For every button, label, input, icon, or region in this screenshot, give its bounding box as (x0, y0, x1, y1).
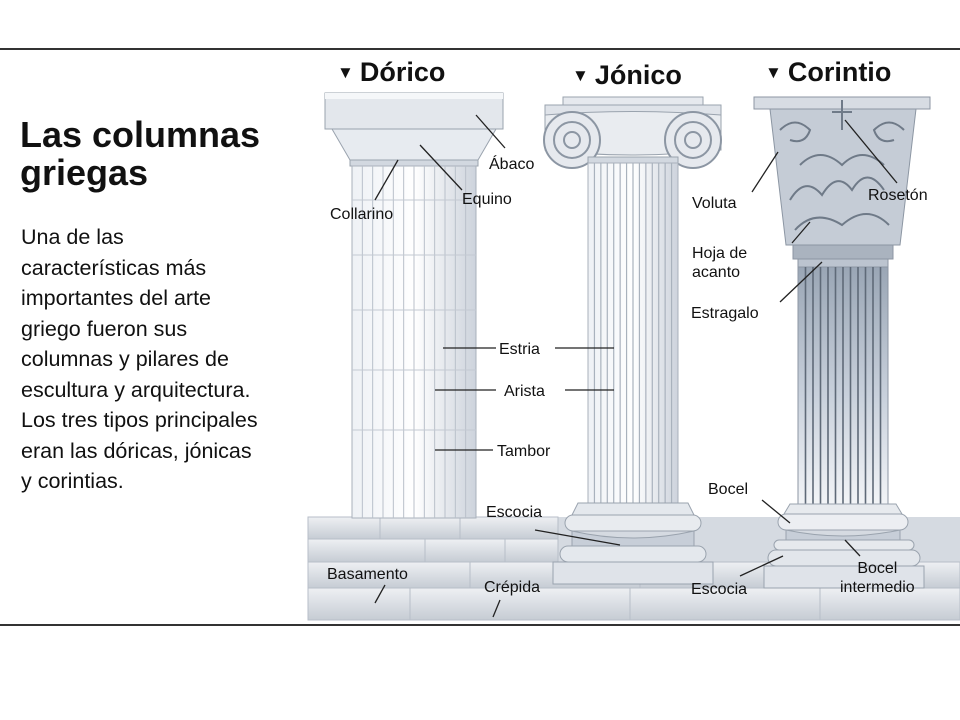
triangle-down-icon: ▼ (337, 63, 354, 82)
label-bocel: Bocel (708, 481, 749, 498)
label-voluta: Voluta (692, 195, 737, 212)
label-escocia-ionic: Escocia (486, 504, 543, 521)
header-ionic-label: Jónico (594, 60, 682, 90)
ionic-column (543, 96, 722, 585)
triangle-down-icon: ▼ (572, 66, 589, 85)
label-basamento: Basamento (327, 566, 408, 583)
label-arista: Arista (504, 383, 545, 400)
leader-lines (374, 114, 898, 618)
page-title: Las columnas griegas (20, 114, 261, 193)
label-crepida: Crépida (484, 579, 541, 596)
header-corinthian-label: Corintio (787, 57, 892, 87)
label-escocia-corinthian: Escocia (691, 581, 748, 598)
triangle-down-icon: ▼ (765, 63, 782, 82)
header-doric: ▼ Dórico (337, 57, 445, 88)
header-ionic: ▼ Jónico (572, 60, 682, 91)
description-text: Una de las características más important… (21, 225, 258, 493)
header-doric-label: Dórico (359, 57, 446, 87)
label-roseton: Rosetón (868, 187, 928, 204)
corinthian-column (753, 96, 931, 589)
doric-column (324, 92, 504, 519)
header-corinthian: ▼ Corintio (765, 57, 891, 88)
label-bocel-intermedio: Bocel intermedio (840, 560, 915, 596)
label-tambor: Tambor (497, 443, 551, 460)
label-collarino: Collarino (330, 206, 394, 223)
label-hoja-acanto: Hoja de acanto (692, 245, 748, 281)
label-abaco: Ábaco (489, 156, 535, 173)
label-equino: Equino (462, 191, 512, 208)
label-estria: Estria (499, 341, 540, 358)
label-estragalo: Estragalo (691, 305, 759, 322)
